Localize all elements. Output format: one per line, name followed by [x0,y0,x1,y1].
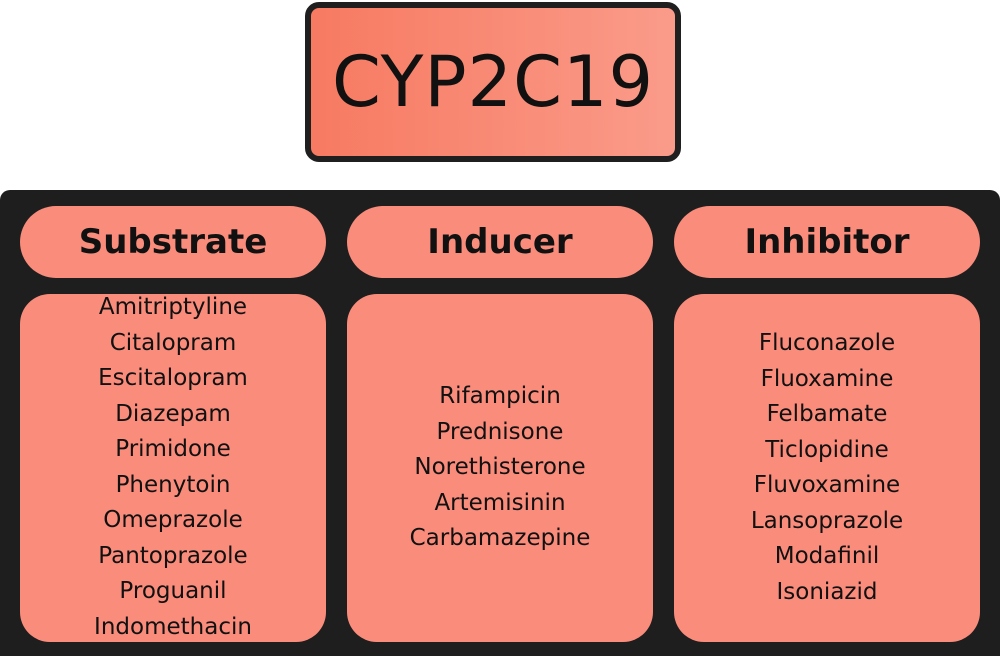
list-item: Indomethacin [94,613,252,640]
inducer-list: Rifampicin Prednisone Norethisterone Art… [410,379,591,557]
title-box: CYP2C19 [305,2,681,162]
list-item: Felbamate [766,401,888,427]
substrate-header: Substrate [20,206,326,278]
substrate-heading: Substrate [78,222,268,262]
list-item: Fluoxamine [760,365,894,392]
list-item: Pantoprazole [98,542,248,569]
inducer-header: Inducer [347,206,653,278]
list-item: Omeprazole [103,507,243,533]
inducer-list-card: Rifampicin Prednisone Norethisterone Art… [347,294,653,642]
list-item: Norethisterone [414,454,586,481]
list-item: Diazepam [115,400,231,427]
list-item: Artemisinin [434,489,566,516]
list-item: Proguanil [119,578,227,604]
list-item: Prednisone [436,418,564,445]
inhibitor-header: Inhibitor [674,206,980,278]
list-item: Ticlopidine [765,436,889,463]
list-item: Phenytoin [115,471,231,498]
list-item: Fluvoxamine [753,472,901,498]
list-item: Citalopram [109,329,237,356]
list-item: Lansoprazole [750,507,904,534]
list-item: Modafinil [774,543,880,569]
inhibitor-list: Fluconazole Fluoxamine Felbamate Ticlopi… [751,326,903,610]
list-item: Carbamazepine [409,525,591,552]
diagram-title: CYP2C19 [331,41,655,123]
inhibitor-heading: Inhibitor [744,222,910,262]
substrate-list-card: Amitriptyline Citalopram Escitalopram Di… [20,294,326,642]
substrate-list: Amitriptyline Citalopram Escitalopram Di… [94,290,252,645]
list-item: Rifampicin [439,383,561,410]
list-item: Amitriptyline [98,294,248,320]
list-item: Escitalopram [98,365,248,391]
list-item: Primidone [115,436,231,462]
inhibitor-list-card: Fluconazole Fluoxamine Felbamate Ticlopi… [674,294,980,642]
list-item: Isoniazid [776,578,878,605]
inducer-heading: Inducer [427,222,573,262]
list-item: Fluconazole [758,330,896,356]
